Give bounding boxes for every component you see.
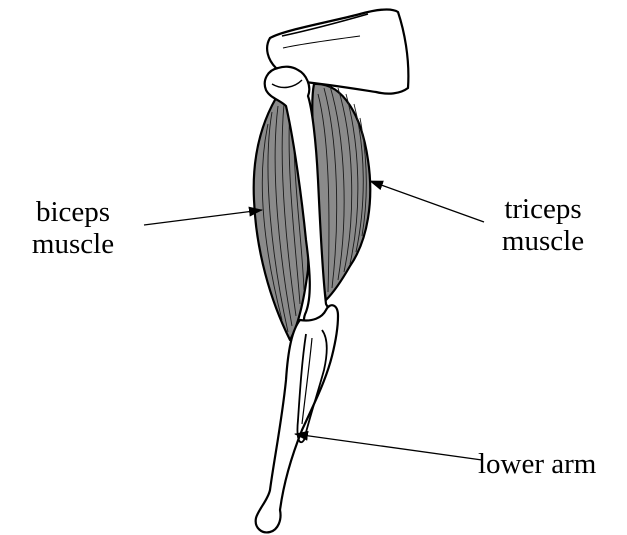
lower-arm-label: lower arm (478, 448, 626, 480)
biceps-label: biceps muscle (0, 196, 146, 260)
triceps-label-line2: muscle (480, 225, 606, 257)
biceps-label-line1: biceps (0, 196, 146, 228)
biceps-label-line2: muscle (0, 228, 146, 260)
lower-arm-arrow (295, 434, 482, 460)
triceps-arrow (370, 181, 484, 222)
biceps-arrow (144, 210, 262, 225)
triceps-label-line1: triceps (480, 193, 606, 225)
triceps-label: triceps muscle (480, 193, 606, 257)
lower-arm-label-text: lower arm (478, 448, 626, 480)
